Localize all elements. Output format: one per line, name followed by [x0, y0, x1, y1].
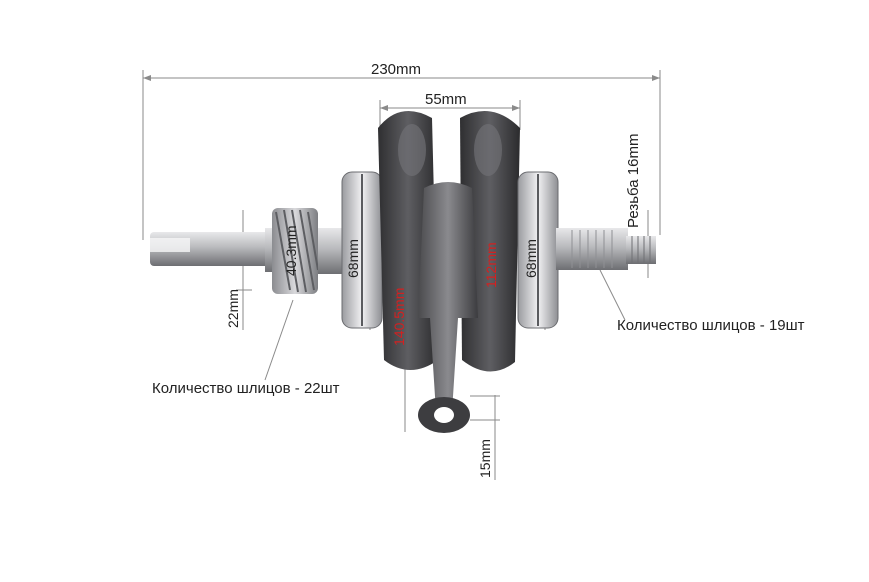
thread-end	[626, 236, 656, 264]
right-shaft	[556, 228, 628, 270]
dim-thread: Резьба 16mm	[625, 133, 642, 228]
gear	[272, 208, 319, 294]
connecting-rod	[418, 182, 478, 412]
dim-pin-hole: 15mm	[477, 439, 493, 478]
callout-splines-right: Количество шлицов - 19шт	[617, 317, 805, 334]
arrow-heads	[143, 75, 660, 111]
dim-crank-width: 55mm	[425, 91, 467, 108]
dim-crank-inner: 112mm	[483, 242, 499, 288]
dim-rod-length: 140.5mm	[391, 287, 407, 346]
callout-splines-left: Количество шлицов - 22шт	[152, 380, 340, 397]
dim-journal: 22mm	[225, 289, 241, 328]
dim-gear: 40.3mm	[283, 225, 299, 276]
dim-bearing-left: 68mm	[345, 239, 361, 278]
dim-bearing-right: 68mm	[523, 239, 539, 278]
dimension-lines	[142, 70, 661, 480]
dim-total-length: 230mm	[371, 61, 422, 78]
